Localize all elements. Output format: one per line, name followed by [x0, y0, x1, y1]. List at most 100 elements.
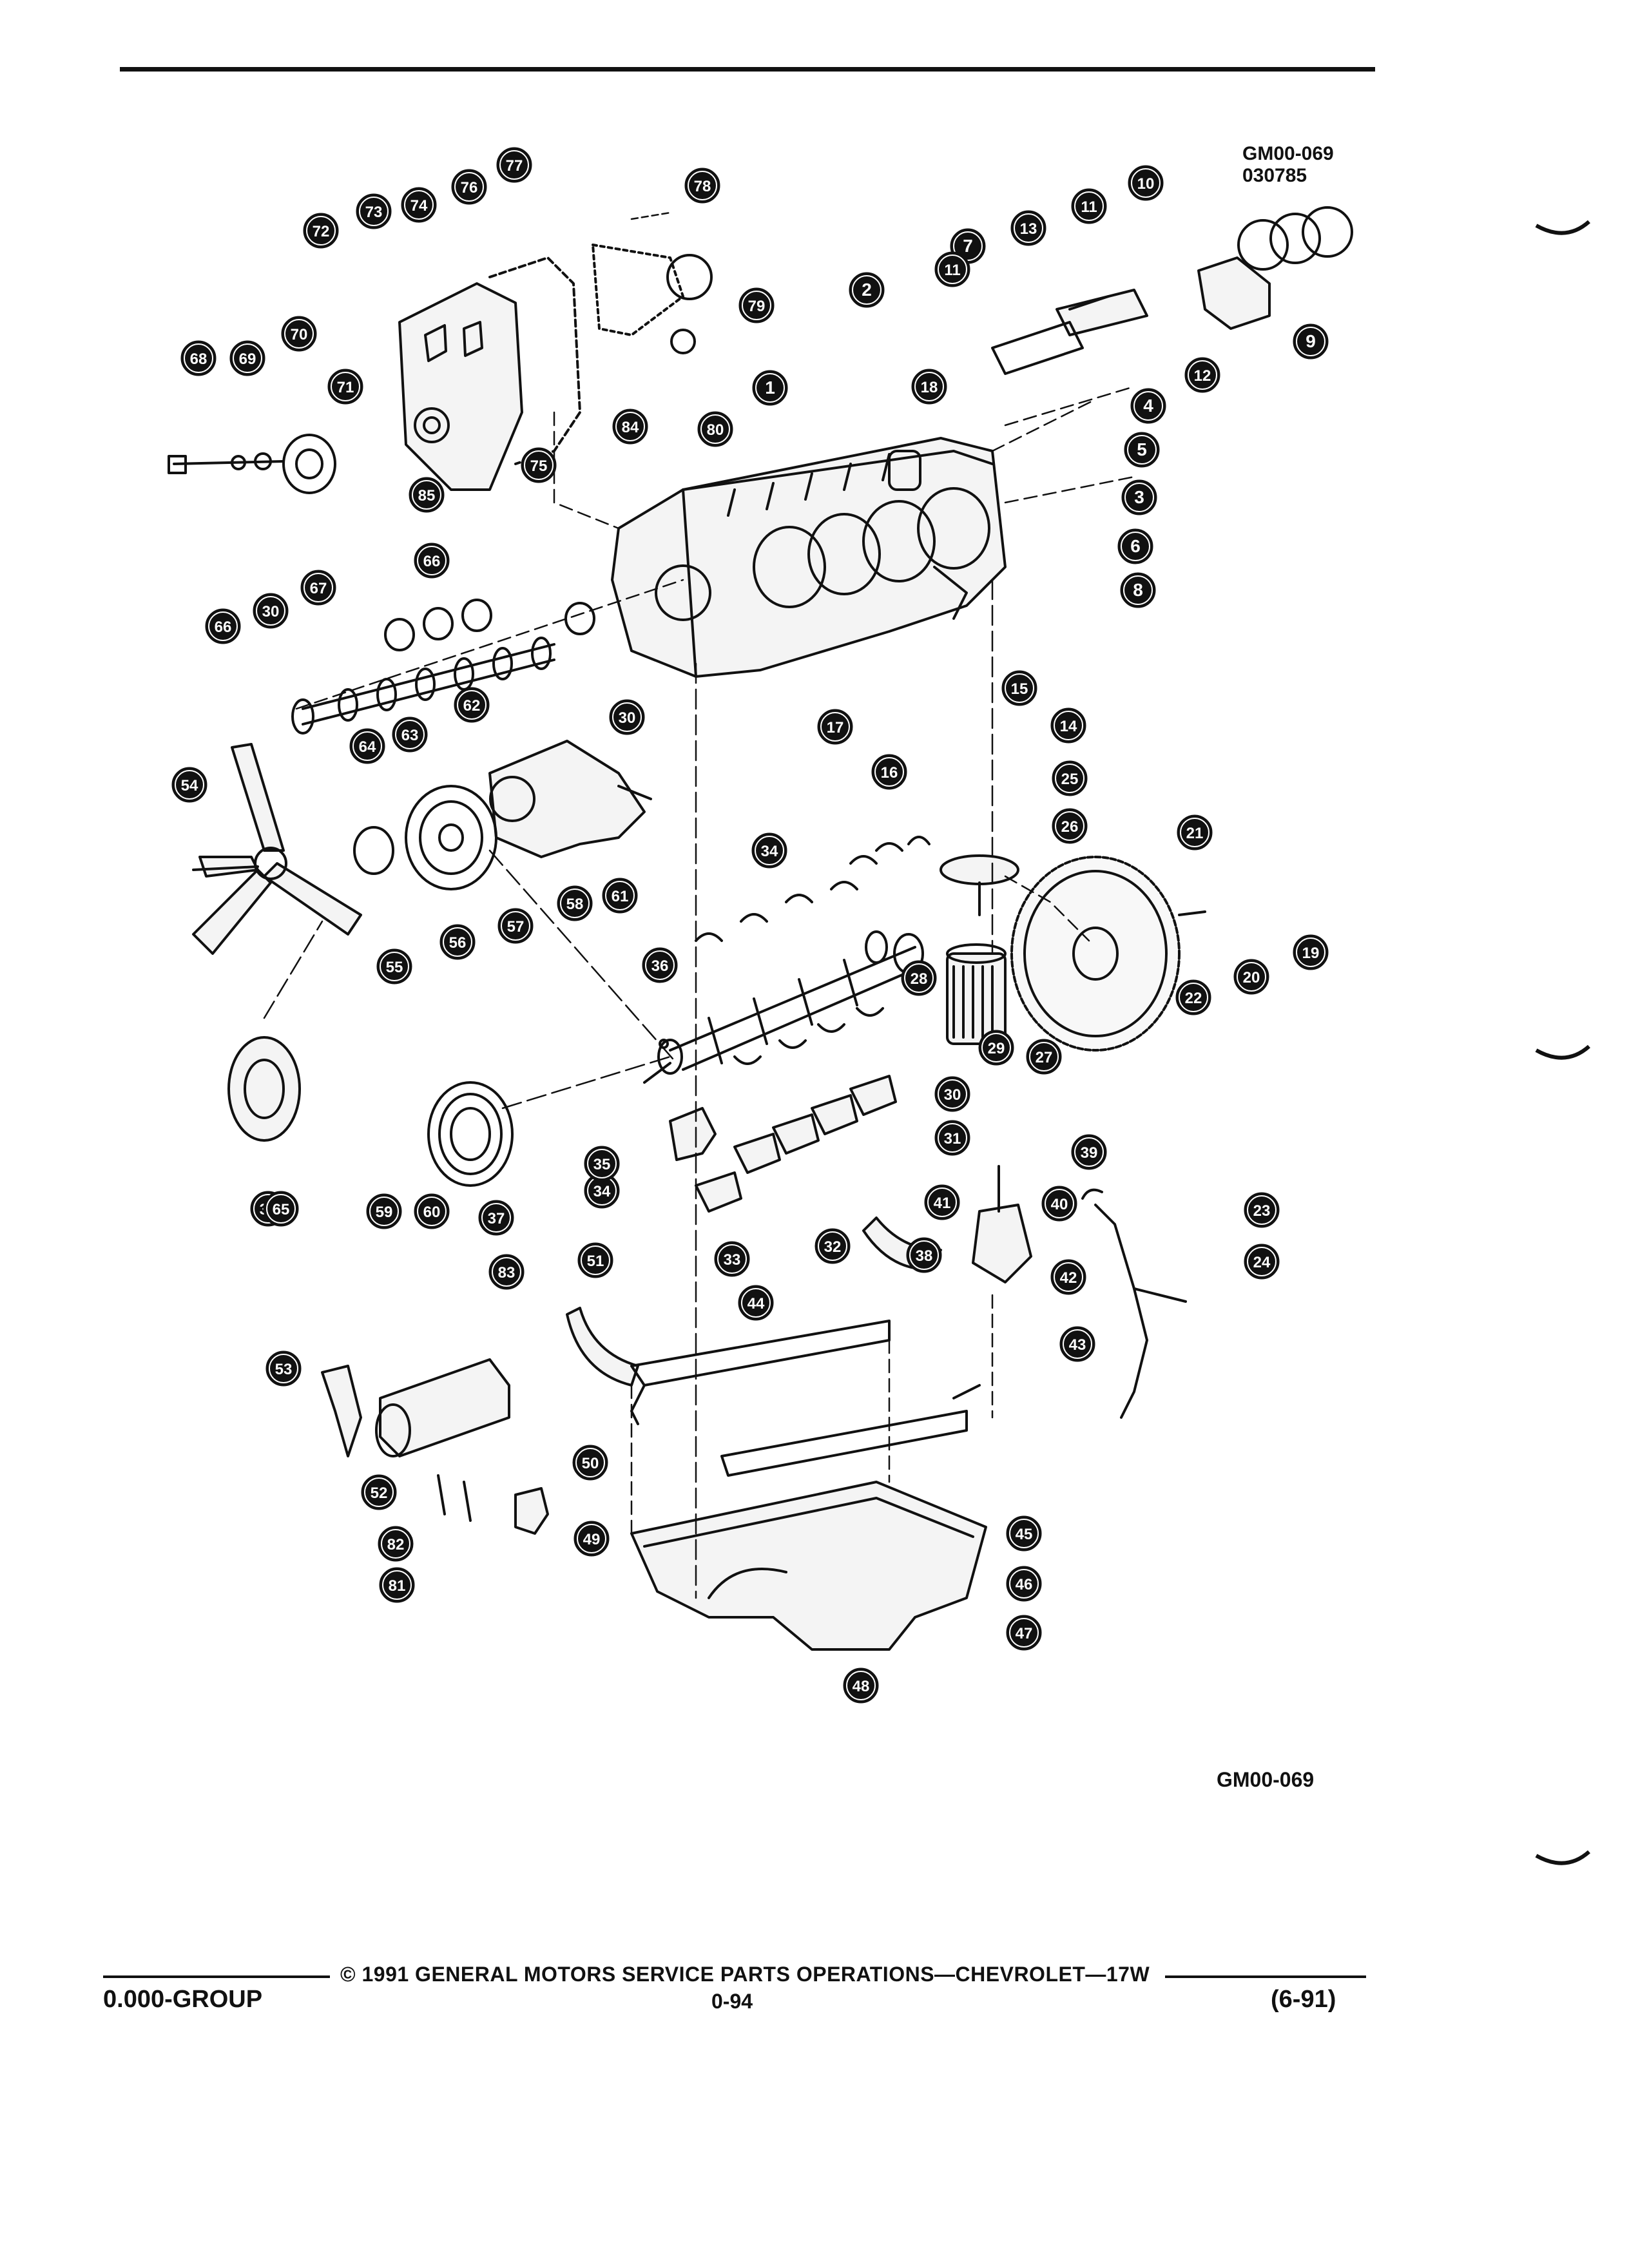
callout-ring — [587, 1149, 617, 1178]
callout-ring — [1296, 937, 1325, 967]
callout-circle — [1010, 210, 1046, 246]
callout-circle — [1071, 188, 1107, 224]
callout-ring — [755, 836, 784, 865]
callout-label: 8 — [1133, 580, 1143, 600]
callout-ring — [352, 731, 382, 761]
callout-circle — [843, 1667, 879, 1704]
callout-label: 21 — [1186, 825, 1204, 842]
callout-label: 31 — [944, 1130, 961, 1148]
callout-ring — [1296, 327, 1325, 356]
callout-ring — [1188, 360, 1217, 390]
callout-27: 27 — [1026, 1039, 1062, 1075]
callout-label: 68 — [190, 351, 207, 368]
callout-circle — [849, 272, 885, 308]
callout-34: 34 — [584, 1173, 620, 1209]
callout-47: 47 — [1006, 1615, 1042, 1651]
oil-pan-gaskets — [630, 1320, 981, 1477]
callout-29: 29 — [978, 1030, 1014, 1066]
callout-ring — [499, 150, 529, 180]
figure-id-line1: GM00-069 — [1242, 143, 1334, 164]
callout-ring — [755, 373, 785, 403]
callout-label: 40 — [1051, 1196, 1068, 1213]
callout-circle — [414, 1193, 450, 1229]
callout-label: 51 — [587, 1253, 604, 1270]
callout-circle — [401, 187, 437, 223]
callout-80: 80 — [697, 411, 733, 447]
callout-69: 69 — [229, 340, 265, 376]
callout-ring — [645, 950, 675, 980]
callout-label: 74 — [410, 197, 428, 215]
callout-31: 31 — [934, 1120, 970, 1156]
callout-ring — [1009, 1519, 1039, 1548]
callout-28: 28 — [901, 960, 937, 996]
callout-circle — [265, 1350, 302, 1387]
callout-ring — [284, 319, 314, 349]
callout-ring — [233, 343, 262, 373]
callout-label: 49 — [583, 1531, 601, 1548]
callout-ring — [380, 952, 409, 981]
callout-52: 52 — [361, 1474, 397, 1510]
callout-ring — [256, 596, 285, 626]
callout-76: 76 — [451, 169, 487, 205]
callout-ring — [1247, 1247, 1277, 1276]
callout-label: 11 — [1081, 198, 1097, 216]
callout-ring — [1180, 818, 1210, 847]
callout-label: 46 — [1016, 1576, 1033, 1593]
callout-51: 51 — [577, 1242, 613, 1278]
callout-circle — [1293, 323, 1329, 360]
callout-circle — [497, 908, 534, 944]
callout-ring — [938, 1123, 967, 1153]
callout-36: 36 — [642, 947, 678, 983]
callout-53: 53 — [265, 1350, 302, 1387]
callout-77: 77 — [496, 147, 532, 183]
callout-label: 69 — [239, 351, 256, 368]
callout-circle — [496, 147, 532, 183]
callout-41: 41 — [924, 1184, 960, 1220]
callout-ring — [417, 1196, 447, 1226]
callout-78: 78 — [684, 168, 720, 204]
callout-circle — [171, 767, 207, 803]
callout-57: 57 — [497, 908, 534, 944]
callout-label: 19 — [1302, 945, 1320, 962]
callout-circle — [205, 608, 241, 644]
callout-ring — [454, 172, 484, 202]
callout-39: 39 — [1071, 1134, 1107, 1170]
footer-left-rule — [103, 1975, 330, 1978]
callout-circle — [584, 1146, 620, 1182]
callout-label: 53 — [275, 1361, 293, 1378]
callout-6: 6 — [1117, 528, 1153, 564]
callout-ring — [981, 1033, 1011, 1062]
edge-mark-3 — [1535, 1850, 1590, 1865]
callout-label: 23 — [1253, 1202, 1271, 1220]
callout-ring — [457, 690, 487, 720]
callout-50: 50 — [572, 1445, 608, 1481]
water-pump — [488, 740, 652, 858]
callout-label: 14 — [1060, 718, 1077, 735]
callout-82: 82 — [378, 1526, 414, 1562]
callout-ring — [1054, 1262, 1083, 1292]
callout-ring — [688, 171, 717, 200]
callout-label: 56 — [449, 934, 467, 952]
callout-ring — [1005, 673, 1034, 703]
callout-label: 75 — [530, 457, 548, 475]
callout-circle — [911, 369, 947, 405]
callout-label: 55 — [386, 959, 403, 976]
callout-circle — [366, 1193, 402, 1229]
callout-circle — [684, 168, 720, 204]
callout-ring — [404, 190, 434, 220]
callout-ring — [306, 216, 336, 245]
callout-label: 72 — [313, 223, 330, 240]
callout-73: 73 — [356, 193, 392, 229]
callout-ring — [874, 757, 904, 787]
callout-label: 30 — [619, 709, 636, 727]
callout-ring — [1074, 191, 1104, 221]
callout-ring — [1237, 962, 1266, 992]
timing-chain — [592, 244, 713, 354]
callout-circle — [1124, 432, 1160, 468]
flywheel — [1010, 856, 1206, 1052]
callout-label: 50 — [582, 1455, 599, 1472]
edge-mark-1 — [1535, 220, 1590, 235]
pan-bracket — [514, 1487, 549, 1535]
callout-79: 79 — [738, 287, 775, 323]
callout-ring — [481, 1203, 511, 1233]
